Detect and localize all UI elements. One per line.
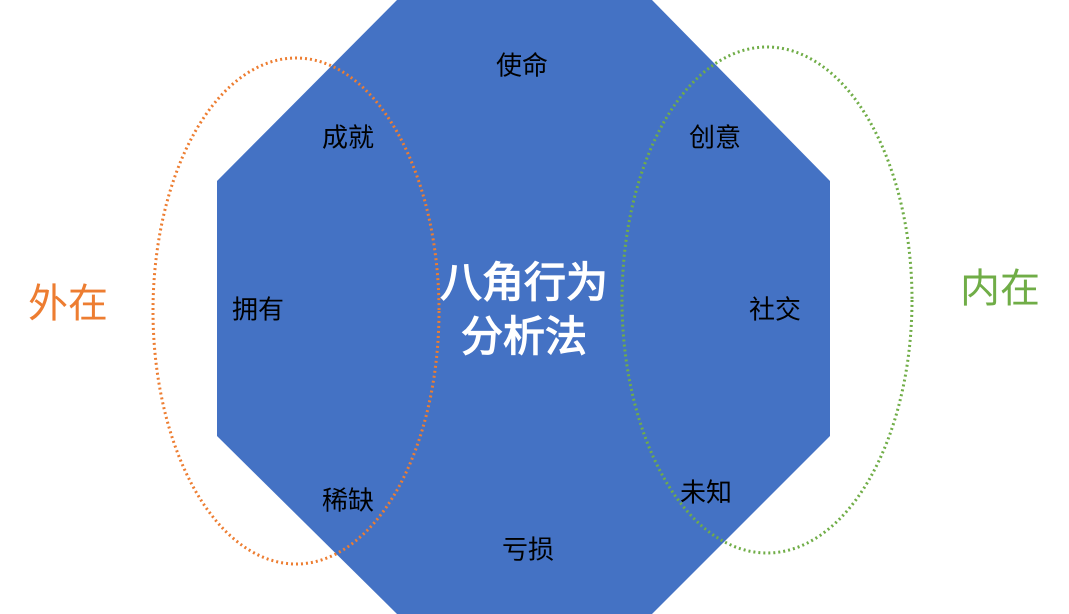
octagon-shape (217, 0, 830, 614)
drive-label-top-left: 成就 (321, 123, 375, 154)
intrinsic-ellipse (620, 45, 914, 555)
title-line-2: 分析法 (460, 312, 588, 361)
extrinsic-label: 外在 (28, 281, 108, 327)
drive-label-top: 使命 (495, 51, 549, 82)
drive-label-right: 社交 (748, 295, 802, 326)
diagram-title: 八角行为 分析法 (440, 256, 608, 364)
extrinsic-ellipse (151, 56, 441, 566)
drive-label-left: 拥有 (231, 295, 285, 326)
intrinsic-label: 内在 (960, 266, 1040, 312)
drive-label-top-right: 创意 (688, 123, 742, 154)
drive-label-bottom: 亏损 (501, 535, 555, 566)
drive-label-bottom-left: 稀缺 (321, 486, 375, 517)
drive-label-bottom-right: 未知 (679, 478, 733, 509)
title-line-1: 八角行为 (439, 258, 609, 307)
